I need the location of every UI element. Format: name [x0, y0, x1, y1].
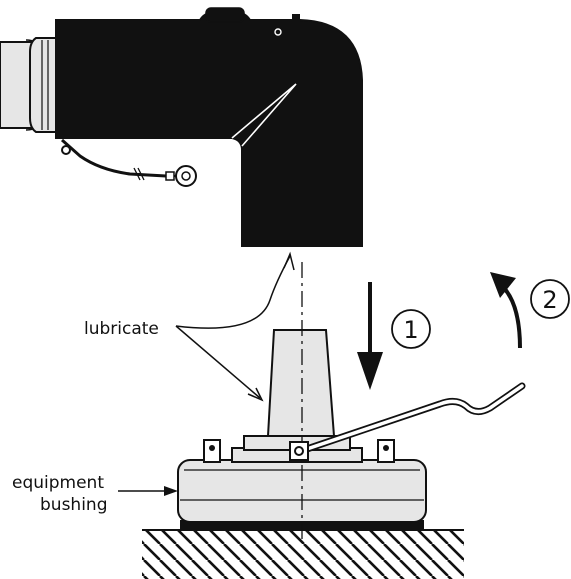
bushing-leader — [118, 486, 178, 496]
bushing-tab-left — [203, 439, 221, 463]
step1-badge — [391, 309, 431, 349]
step1-down-arrow — [357, 282, 383, 390]
step2-curved-arrow — [490, 272, 522, 349]
lubricate-label: lubricate — [84, 319, 159, 339]
elbow-connector — [55, 7, 363, 247]
lubricate-leaders — [175, 251, 295, 402]
cable — [0, 37, 59, 133]
bushing-label-line2: bushing — [40, 495, 108, 515]
bushing-label-line1: equipment — [12, 473, 104, 493]
step2-badge — [530, 279, 570, 319]
ground-hatch — [142, 529, 464, 579]
bushing-tab-right — [377, 439, 395, 463]
ground-strap — [61, 138, 197, 187]
operating-tool — [289, 382, 526, 461]
step1-number: 1 — [403, 316, 418, 344]
step2-number: 2 — [542, 286, 557, 314]
